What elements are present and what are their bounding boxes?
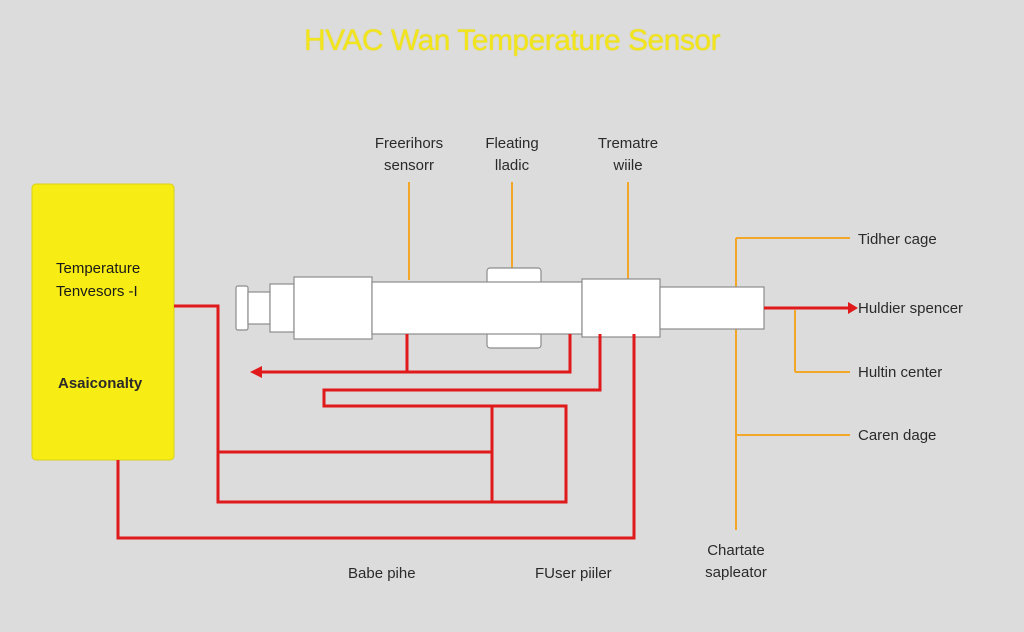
probe-tip-ring — [247, 291, 271, 325]
probe-rear-section — [581, 278, 661, 338]
probe-front-section — [293, 276, 373, 340]
bottom-label-chartate-line2: sapleator — [705, 564, 767, 581]
probe-main-tube — [371, 281, 583, 335]
top-label-trematre-line1: Trematre — [597, 135, 659, 152]
probe-tail-tube — [659, 286, 765, 330]
wire-output-arrowhead — [848, 302, 858, 314]
wire-return-arrowhead — [250, 366, 262, 378]
yellow-box-line1: Temperature — [56, 260, 141, 277]
wire-return-arrow — [405, 334, 572, 374]
yellow-box-line2: Tenvesors -I — [56, 283, 138, 300]
probe-neck — [269, 283, 295, 333]
sensor-probe — [235, 267, 765, 349]
bottom-label-chartate: Chartate sapleator — [684, 540, 788, 584]
probe-tip-cap — [235, 285, 249, 331]
top-label-trematre: Trematre wiile — [578, 133, 678, 177]
wire-loop-mid — [218, 406, 494, 454]
right-label-tidher-cage: Tidher cage — [858, 231, 937, 248]
wire-loop-upper — [174, 304, 602, 504]
wire-bottom-loop — [116, 334, 636, 540]
bottom-label-babe-pihe: Babe pihe — [348, 565, 416, 582]
red-wiring — [116, 302, 858, 540]
top-label-fleating-line1: Fleating — [485, 135, 539, 152]
diagram-title: HVAC Wan Temperature Sensor — [303, 24, 721, 57]
top-label-freerihors-line2: sensorr — [383, 157, 435, 174]
bottom-label-chartate-line1: Chartate — [707, 542, 765, 559]
top-label-trematre-line2: wiile — [613, 157, 643, 174]
yellow-box-line3: Asaiconalty — [58, 375, 143, 392]
right-label-hultin-center: Hultin center — [858, 364, 943, 381]
yellow-control-box — [31, 183, 175, 461]
top-label-freerihors-line1: Freerihors — [374, 135, 444, 152]
top-label-freerihors: Freerihors sensorr — [359, 133, 459, 177]
right-label-huldier-spencer: Huldier spencer — [858, 300, 964, 317]
top-label-fleating: Fleating lladic — [462, 133, 562, 177]
bottom-label-fuser-piiler: FUser piiler — [535, 565, 612, 582]
top-label-fleating-line2: lladic — [494, 157, 530, 174]
right-label-caren-dage: Caren dage — [858, 427, 937, 444]
